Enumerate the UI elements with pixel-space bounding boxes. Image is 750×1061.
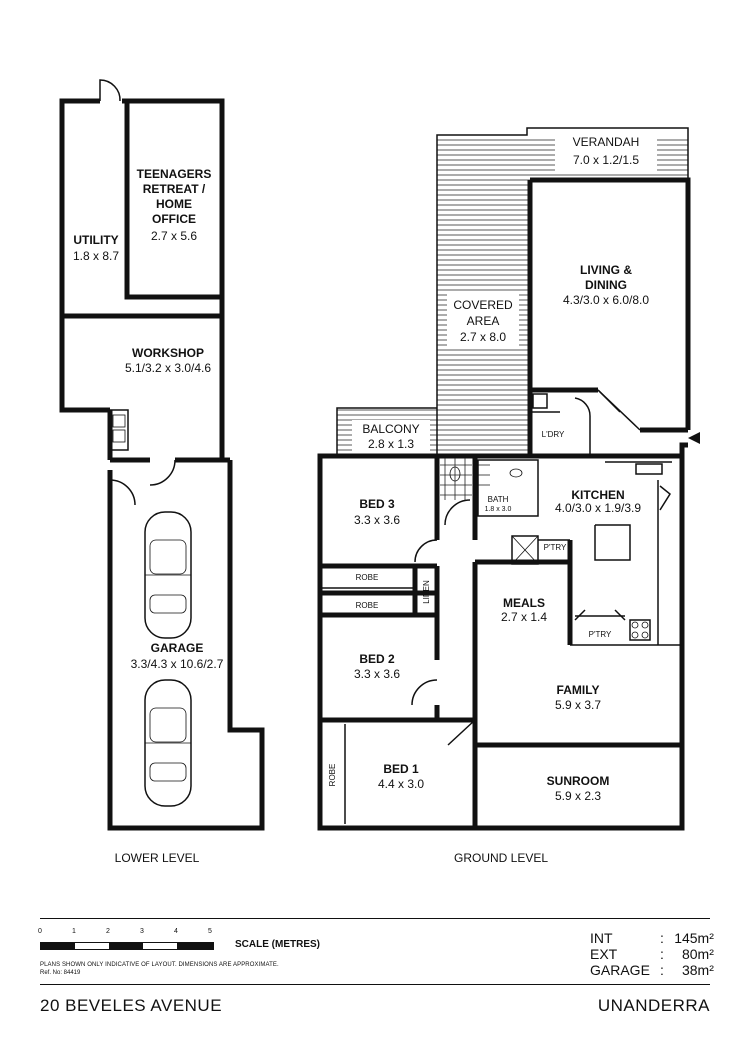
scale-bar-block: 0 1 2 3 4 5 SCALE (METRES) PLANS SHOWN O… [38,928,340,978]
verandah-dim: 7.0 x 1.2/1.5 [573,153,639,167]
cooktop-icon [629,619,651,641]
meals-dim: 2.7 x 1.4 [501,610,547,624]
area-row-garage: GARAGE : 38m² [590,962,714,978]
ground-level-plan: VERANDAH 7.0 x 1.2/1.5 LIVING & DINING 4… [317,127,700,865]
utility-label: UTILITY [73,233,118,247]
area-summary: INT : 145m² EXT : 80m² GARAGE : 38m² [590,930,714,978]
lower-level-plan: TEENAGERS RETREAT / HOME OFFICE 2.7 x 5.… [59,79,265,865]
scale-tick: 4 [174,928,178,935]
basin-icon [509,468,523,478]
workshop-label: WORKSHOP [132,346,204,360]
teenagers-retreat-dim: 2.7 x 5.6 [151,229,197,243]
property-address: 20 BEVELES AVENUE [40,996,223,1015]
bath-dim: 1.8 x 3.0 [485,506,512,513]
teenagers-retreat-label-2: RETREAT / [143,182,206,196]
meals-label: MEALS [503,596,545,610]
sunroom-dim: 5.9 x 2.3 [555,789,601,803]
car-icon [144,511,192,639]
workshop-dim: 5.1/3.2 x 3.0/4.6 [125,361,211,375]
car-icon [144,679,192,807]
scale-bar [40,942,214,950]
utility-dim: 1.8 x 8.7 [73,249,119,263]
robe-bed3-label: ROBE [356,573,379,582]
area-label: EXT [590,946,618,962]
area-sep: : [660,930,664,946]
footer-divider-bottom [40,984,710,985]
floor-plan: TEENAGERS RETREAT / HOME OFFICE 2.7 x 5.… [59,79,700,865]
bath-label: BATH [488,495,509,504]
teenagers-retreat-label-1: TEENAGERS [137,167,212,181]
living-dining-label-2: DINING [585,278,627,292]
bed2-dim: 3.3 x 3.6 [354,667,400,681]
area-sep: : [660,946,664,962]
bed1-label: BED 1 [383,762,419,776]
area-row-int: INT : 145m² [590,930,714,946]
disclaimer-text: PLANS SHOWN ONLY INDICATIVE OF LAYOUT. D… [40,962,279,968]
scale-tick: 1 [72,928,76,935]
scale-tick: 0 [38,928,42,935]
robe-bed1-label: ROBE [328,764,337,787]
covered-area-label-2: AREA [467,314,500,328]
family-label: FAMILY [557,683,600,697]
scale-label: SCALE (METRES) [235,939,320,950]
kitchen-label: KITCHEN [571,488,624,502]
covered-area-label-1: COVERED [453,298,513,312]
covered-area-dim: 2.7 x 8.0 [460,330,506,344]
bed3-label: BED 3 [359,497,395,511]
pantry2-label: P'TRY [589,630,612,639]
lower-level-title: LOWER LEVEL [115,851,200,865]
balcony-label: BALCONY [362,422,419,436]
reference-number: Ref. No: 84419 [40,970,81,976]
bath-tiles [440,458,490,500]
scale-tick: 3 [140,928,144,935]
entry-arrow-icon [688,432,700,444]
laundry-label: L'DRY [542,430,565,439]
garage-label: GARAGE [151,641,204,655]
teenagers-retreat-label-4: OFFICE [152,212,196,226]
kitchen-dim: 4.0/3.0 x 1.9/3.9 [555,501,641,515]
footer-divider-top [40,918,710,919]
area-label: INT [590,930,613,946]
ground-level-title: GROUND LEVEL [454,851,548,865]
garage-dim: 3.3/4.3 x 10.6/2.7 [131,657,224,671]
area-value: 80m² [681,946,714,962]
teenagers-retreat-label-3: HOME [156,197,192,211]
linen-label: LINEN [422,580,431,604]
area-value: 38m² [681,962,714,978]
bed3-dim: 3.3 x 3.6 [354,513,400,527]
sink-icon [635,463,663,475]
area-row-ext: EXT : 80m² [590,946,714,962]
scale-tick: 5 [208,928,212,935]
area-sep: : [660,962,664,978]
kitchen-island [594,524,631,561]
balcony-dim: 2.8 x 1.3 [368,437,414,451]
toilet-icon [449,466,461,482]
pantry1-label: P'TRY [544,543,567,552]
property-suburb: UNANDERRA [597,996,710,1015]
living-dining-dim: 4.3/3.0 x 6.0/8.0 [563,293,649,307]
robe-bed2-label: ROBE [356,601,379,610]
living-dining-label-1: LIVING & [580,263,632,277]
bed1-dim: 4.4 x 3.0 [378,777,424,791]
bed2-label: BED 2 [359,652,395,666]
area-label: GARAGE [590,962,650,978]
sunroom-label: SUNROOM [547,774,610,788]
verandah-label: VERANDAH [573,135,640,149]
family-dim: 5.9 x 3.7 [555,698,601,712]
area-value: 145m² [674,930,714,946]
scale-tick: 2 [106,928,110,935]
